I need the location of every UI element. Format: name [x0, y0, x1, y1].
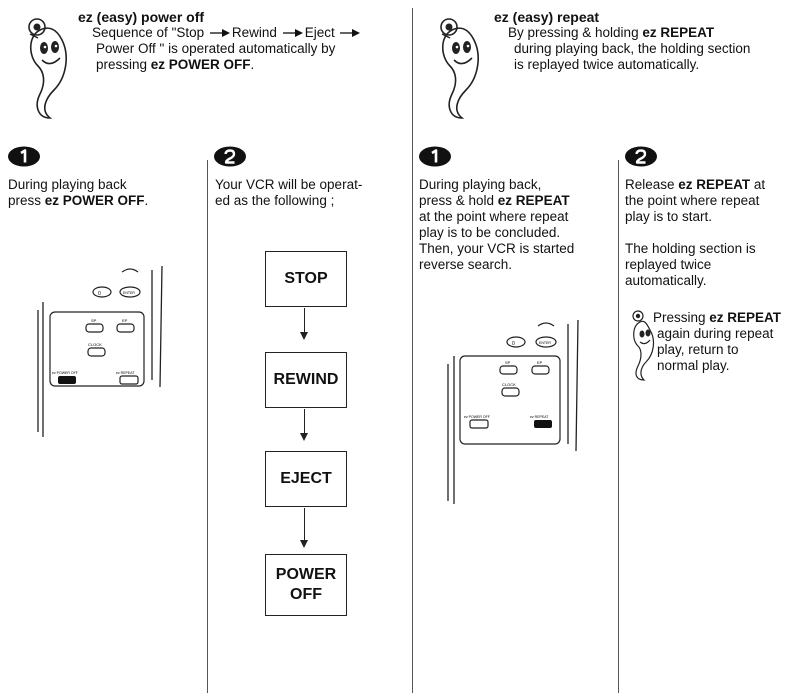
remote-btn-repeat-label: ez REPEAT: [530, 415, 549, 419]
arrow-right-icon: [340, 29, 361, 38]
remote-btn-enter-label: ENTER: [539, 341, 551, 345]
left-column-divider: [207, 160, 208, 693]
remote-btn-0-label: 0: [98, 291, 101, 297]
flow-eject-box: EJECT: [265, 451, 347, 507]
right-column-divider: [618, 160, 619, 693]
repeat-desc-line3: is replayed twice automatically.: [514, 57, 700, 72]
power-off-step2-text: Your VCR will be operat- ed as the follo…: [215, 177, 363, 208]
remote-btn-sp-label: SP: [91, 318, 97, 323]
arrow-right-icon: [282, 29, 303, 38]
mascot-right-icon: [440, 18, 479, 119]
flow-rewind-box: REWIND: [265, 352, 347, 408]
remote-btn-power-off-label: ez POWER OFF: [52, 371, 78, 375]
flow-stop-box: STOP: [265, 251, 347, 307]
step-1-badge: [419, 146, 451, 167]
remote-btn-0-label: 0: [512, 341, 515, 347]
remote-btn-sp-label: SP: [505, 360, 511, 365]
power-off-desc-line2: Power Off " is operated automatically by: [96, 41, 336, 56]
repeat-header: ez (easy) repeat By pressing & holding e…: [494, 9, 812, 73]
power-off-sequence-line: Sequence of "Stop Rewind Eject: [92, 25, 408, 41]
power-off-desc-line3: pressing ez POWER OFF.: [96, 57, 255, 72]
remote-btn-ep-label: EP: [122, 318, 128, 323]
flow-power-off-box: POWER OFF: [265, 554, 347, 616]
remote-btn-power-off-label: ez POWER OFF: [464, 415, 490, 419]
remote-control-illustration: 0 ENTER SP EP CLOCK ez POWER OFF ez REPE…: [37, 265, 163, 437]
repeat-note-text: Pressing ez REPEAT again during repeat p…: [653, 310, 782, 373]
remote-btn-ep-label: EP: [537, 360, 543, 365]
power-off-title: ez (easy) power off: [78, 9, 205, 25]
remote-btn-clock-label: CLOCK: [88, 342, 102, 347]
repeat-step1-text: During playing back, press & hold ez REP…: [419, 177, 575, 272]
power-off-step1-text: During playing back press ez POWER OFF.: [8, 177, 149, 208]
remote-btn-repeat-label: ez REPEAT: [116, 371, 135, 375]
repeat-desc-line2: during playing back, the holding section: [514, 41, 751, 56]
mascot-note-icon: [632, 310, 655, 381]
center-divider: [412, 8, 413, 693]
remote-btn-clock-label: CLOCK: [502, 382, 516, 387]
remote-control-illustration: 0 ENTER SP EP CLOCK ez POWER OFF ez REPE…: [447, 319, 579, 504]
repeat-desc-line1: By pressing & holding ez REPEAT: [508, 25, 715, 40]
repeat-step2-text: Release ez REPEAT at the point where rep…: [625, 177, 766, 288]
remote-btn-enter-label: ENTER: [123, 291, 135, 295]
repeat-title: ez (easy) repeat: [494, 9, 600, 25]
arrow-right-icon: [209, 29, 230, 38]
step-2-badge: [625, 146, 657, 167]
step-1-badge: [8, 146, 40, 167]
step-2-badge: [214, 146, 246, 167]
mascot-left-icon: [28, 18, 67, 119]
power-off-header: ez (easy) power off Sequence of "Stop Re…: [78, 9, 408, 73]
